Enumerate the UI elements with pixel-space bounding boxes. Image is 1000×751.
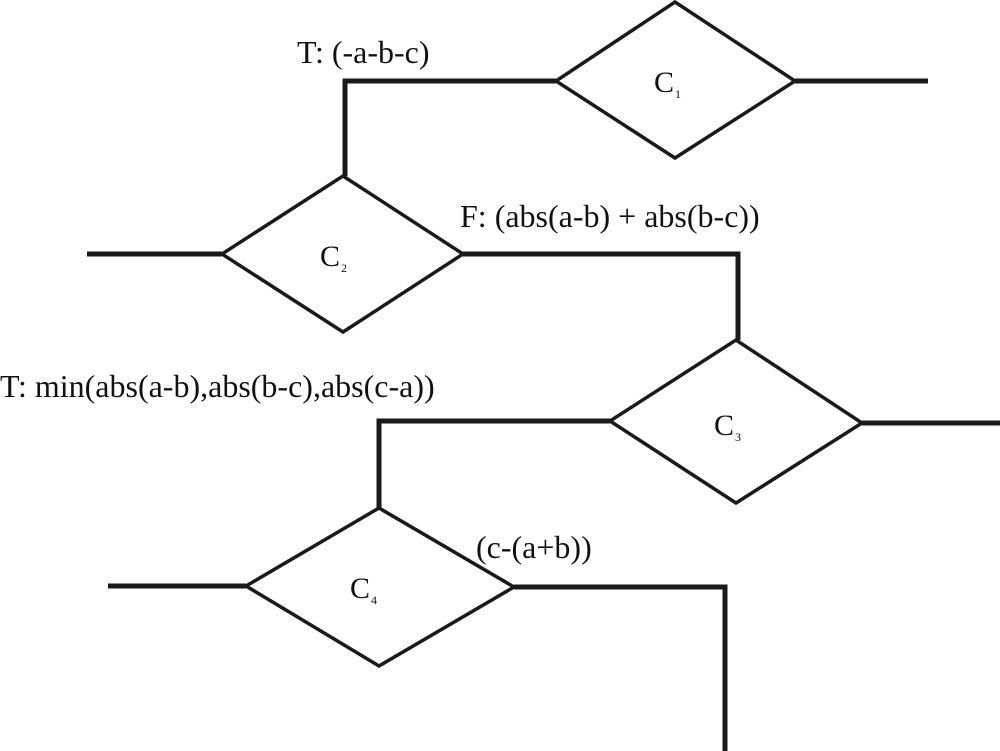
node-subscript: 1 (675, 87, 681, 101)
connector-lines (87, 78, 1000, 751)
edge-label-c3-true: T: min(abs(a-b),abs(b-c),abs(c-a)) (0, 368, 435, 404)
node-letter: C (320, 240, 340, 273)
edge-label-c1-true: T: (-a-b-c) (297, 34, 430, 70)
c3-to-c4-connector (376, 418, 610, 508)
c4-output-line (514, 584, 728, 751)
decision-node-c4: C 4 (242, 505, 518, 669)
node-letter: C (714, 409, 734, 442)
node-subscript: 2 (341, 261, 347, 275)
decision-diamond (552, 0, 799, 161)
decision-node-c3: C 3 (606, 337, 866, 506)
decision-node-c2: C 2 (218, 173, 467, 335)
c2-to-c3-connector (463, 251, 741, 340)
decision-diamond (606, 337, 866, 506)
decision-node-c1: C 1 (552, 0, 799, 161)
decision-diamond (242, 505, 518, 669)
node-letter: C (654, 66, 674, 99)
svg-text:C: C (654, 66, 674, 99)
node-subscript: 4 (371, 593, 377, 607)
node-subscript: 3 (735, 430, 741, 444)
edge-label-c4: (c-(a+b)) (476, 529, 592, 565)
node-letter: C (350, 572, 370, 605)
c1-to-c2-connector (342, 78, 556, 176)
edge-label-c2-false: F: (abs(a-b) + abs(b-c)) (460, 198, 760, 234)
decision-diamond (218, 173, 467, 335)
